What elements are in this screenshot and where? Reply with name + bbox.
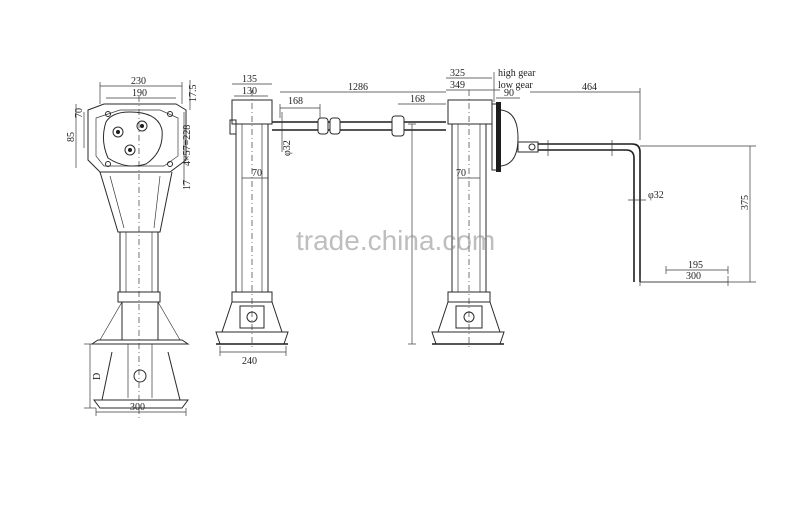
dim-17: 17: [182, 180, 193, 190]
dim-phi32-handle: φ32: [648, 190, 664, 201]
dim-70-front: 70: [252, 168, 262, 179]
label-low-gear: low gear: [498, 80, 533, 91]
cross-shaft: [272, 91, 446, 137]
side-view-dimensions: 230 190 85 70 17.5 4×57=228 17 D 300: [66, 76, 199, 416]
rear-leg-view: [408, 90, 539, 350]
rear-leg-dimensions: 325 349 70 90 high gear low gear: [446, 68, 536, 179]
dim-135: 135: [242, 74, 257, 85]
front-leg-view: [215, 90, 289, 350]
dim-300-base: 300: [130, 402, 145, 413]
dim-85: 85: [66, 132, 77, 142]
dim-230: 230: [131, 76, 146, 87]
dim-bolt-pattern: 4×57=228: [182, 125, 193, 166]
side-view: [87, 96, 190, 420]
dim-464: 464: [582, 82, 597, 93]
dim-168-right: 168: [410, 94, 425, 105]
dim-130: 130: [242, 86, 257, 97]
dim-17-5: 17.5: [188, 85, 199, 103]
dim-d: D: [92, 373, 103, 380]
dim-90: 90: [504, 88, 514, 99]
crank-handle-dimensions: 464 375 φ32 195 300: [530, 82, 756, 286]
cross-shaft-dimensions: 1286 168 φ32 168: [281, 82, 425, 156]
watermark: trade.china.com: [296, 225, 495, 256]
dim-375: 375: [740, 195, 751, 210]
dim-195: 195: [688, 260, 703, 271]
dim-325: 325: [450, 68, 465, 79]
crank-handle: [538, 140, 641, 282]
dim-300-handle: 300: [686, 271, 701, 282]
dim-168-left: 168: [288, 96, 303, 107]
dim-349: 349: [450, 80, 465, 91]
front-leg-dimensions: 135 130 70 240: [219, 74, 287, 367]
dim-phi32-shaft: φ32: [282, 140, 293, 156]
dim-1286: 1286: [348, 82, 368, 93]
dim-70-rear: 70: [456, 168, 466, 179]
dim-70: 70: [74, 108, 85, 118]
label-high-gear: high gear: [498, 68, 536, 79]
dim-190: 190: [132, 88, 147, 99]
dim-240: 240: [242, 356, 257, 367]
